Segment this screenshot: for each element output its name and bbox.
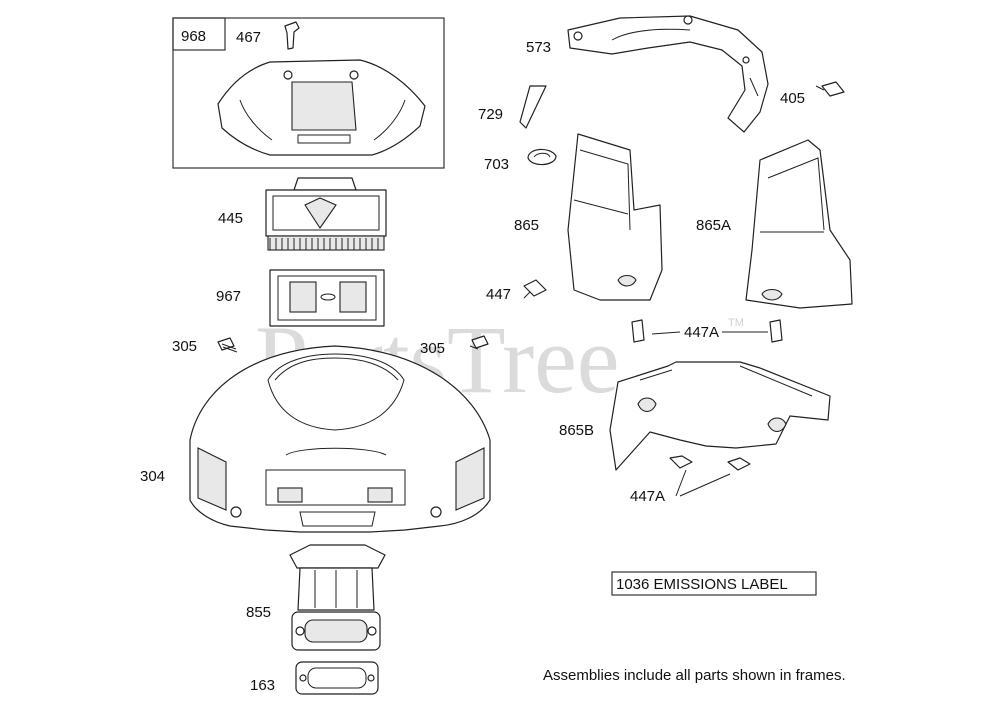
- part-865a-shroud[interactable]: [745, 139, 853, 309]
- part-968-cover[interactable]: [217, 59, 426, 156]
- part-447a-screw-upper-right[interactable]: [769, 319, 783, 343]
- part-405-screw[interactable]: [815, 81, 845, 97]
- label-967: 967: [216, 288, 241, 305]
- part-304-blower-housing[interactable]: [189, 345, 491, 533]
- label-573: 573: [526, 39, 551, 56]
- part-703-clamp[interactable]: [527, 148, 557, 166]
- label-305-left: 305: [172, 338, 197, 355]
- part-163-gasket[interactable]: [295, 661, 379, 695]
- label-447: 447: [486, 286, 511, 303]
- label-304: 304: [140, 468, 165, 485]
- part-447a-screw-lower-left[interactable]: [669, 455, 693, 469]
- leader-447a-upper: [651, 331, 768, 335]
- label-855: 855: [246, 604, 271, 621]
- watermark-tm: TM: [728, 317, 744, 329]
- label-445: 445: [218, 210, 243, 227]
- part-729-clip[interactable]: [519, 85, 547, 129]
- label-447a-upper: 447A: [684, 324, 719, 341]
- part-865b-shroud[interactable]: [609, 361, 831, 471]
- part-467-knob[interactable]: [284, 21, 300, 50]
- part-447a-screw-upper-left[interactable]: [631, 319, 645, 343]
- label-467: 467: [236, 29, 261, 46]
- footnote: Assemblies include all parts shown in fr…: [543, 667, 846, 684]
- part-447-screw[interactable]: [523, 279, 547, 299]
- emissions-label-frame: [611, 571, 817, 596]
- label-163: 163: [250, 677, 275, 694]
- frame-968: [172, 17, 445, 169]
- part-573-bracket[interactable]: [567, 15, 769, 133]
- label-865: 865: [514, 217, 539, 234]
- part-445-filter[interactable]: [265, 177, 387, 251]
- part-447a-screw-lower-right[interactable]: [727, 457, 751, 471]
- label-865b: 865B: [559, 422, 594, 439]
- leader-447a-lower: [675, 469, 731, 497]
- label-729: 729: [478, 106, 503, 123]
- label-405: 405: [780, 90, 805, 107]
- part-865-shroud[interactable]: [567, 133, 663, 301]
- label-305-right: 305: [420, 340, 445, 357]
- part-305-screw-right[interactable]: [469, 335, 489, 350]
- label-703: 703: [484, 156, 509, 173]
- emissions-label-text: 1036 EMISSIONS LABEL: [616, 576, 788, 593]
- part-305-screw-left[interactable]: [217, 337, 238, 353]
- label-865a: 865A: [696, 217, 731, 234]
- part-855-elbow[interactable]: [289, 544, 386, 651]
- label-447a-lower: 447A: [630, 488, 665, 505]
- part-967-precleaner[interactable]: [269, 269, 385, 327]
- label-968: 968: [181, 28, 206, 45]
